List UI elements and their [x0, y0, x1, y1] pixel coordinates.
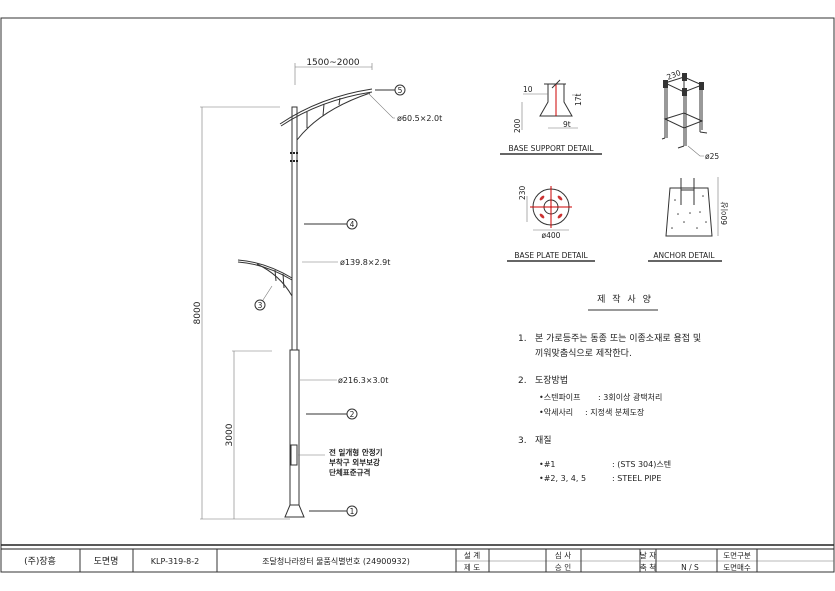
arm-reach-dimension: 1500~2000	[306, 58, 360, 68]
part-4-marker	[346, 218, 358, 230]
svg-text:3: 3	[258, 301, 263, 310]
upper-pipe-spec: ø139.8×2.9t	[340, 258, 390, 267]
svg-text:ø400: ø400	[542, 231, 561, 240]
anchor-detail: 60이상 ANCHOR DETAIL	[648, 177, 729, 262]
pole-base	[284, 504, 305, 518]
title-block: (주)장흥 도면명 KLP-319-8-2 조달청나라장터 물품식별번호 (24…	[1, 544, 834, 572]
base-plate-detail: 230 ø400 BASE PLATE DETAIL	[507, 185, 595, 262]
svg-text:: STEEL PIPE: : STEEL PIPE	[612, 474, 661, 483]
spec-item-2-heading: 도장방법	[535, 375, 568, 386]
approve-label: 승 인	[555, 562, 571, 572]
svg-text:•악세사리: •악세사리	[539, 407, 573, 417]
ballast-note-line-3: 단체표준규격	[329, 467, 370, 477]
part-3-marker	[254, 299, 266, 311]
svg-text:•#2, 3, 4, 5: •#2, 3, 4, 5	[539, 474, 586, 483]
draft-label: 제 도	[464, 563, 480, 572]
svg-text:: 지정색 분체도장: : 지정색 분체도장	[585, 407, 645, 417]
svg-text:1: 1	[350, 507, 355, 516]
upper-arm	[279, 88, 373, 125]
drawing-name-label: 도면명	[94, 556, 119, 567]
spec-title: 제 작 사 양	[597, 294, 653, 305]
svg-text:•스텐파이프: •스텐파이프	[539, 392, 581, 402]
lower-arm	[237, 259, 293, 279]
arm-pipe-spec: ø60.5×2.0t	[397, 114, 442, 123]
svg-text:60이상: 60이상	[719, 202, 729, 225]
base-support-detail: 10 17t 200 9t BASE SUPPORT DETAIL	[500, 79, 602, 155]
scale-value: N / S	[681, 563, 699, 572]
svg-text:230: 230	[665, 68, 682, 82]
ballast-note-line-2: 부착구 외부보강	[329, 457, 380, 467]
base-support-detail-title: BASE SUPPORT DETAIL	[508, 144, 594, 153]
part-5-marker	[394, 84, 406, 96]
svg-text:9t: 9t	[563, 120, 571, 129]
svg-text:200: 200	[513, 118, 522, 133]
svg-text:1.: 1.	[518, 334, 527, 344]
drawing-number: KLP-319-8-2	[151, 557, 199, 566]
drawing-title: 조달청나라장터 물품식별번호 (24900932)	[262, 556, 410, 566]
pole-elevation: 1500~2000 8000 3000 5	[193, 58, 442, 520]
sheets-label: 도면매수	[723, 562, 751, 572]
base-plate-detail-title: BASE PLATE DETAIL	[514, 251, 588, 260]
svg-text:17t: 17t	[574, 93, 583, 106]
upper-pole	[291, 106, 298, 351]
spec-item-1-line-1: 본 가로등주는 동종 또는 이종소재로 용접 및	[535, 332, 701, 344]
anchor-cage-detail: 230 ø25	[661, 68, 719, 161]
lower-pole	[289, 349, 300, 506]
svg-text:ø25: ø25	[705, 152, 719, 161]
svg-text:: (STS 304)스텐: : (STS 304)스텐	[612, 459, 671, 469]
svg-text:230: 230	[518, 185, 527, 200]
part-2-marker	[346, 408, 358, 420]
lower-height-dimension: 3000	[225, 423, 235, 446]
date-label: 날 자	[640, 550, 656, 560]
sheet-border	[0, 17, 835, 573]
total-height-dimension: 8000	[193, 301, 203, 324]
svg-text:: 3회이상 광택처리: : 3회이상 광택처리	[598, 392, 662, 402]
svg-text:4: 4	[350, 220, 355, 229]
anchor-detail-title: ANCHOR DETAIL	[653, 251, 715, 260]
spec-notes: 제 작 사 양 1. 본 가로등주는 동종 또는 이종소재로 용접 및 끼워맞춤…	[518, 294, 701, 483]
ballast-hatch	[290, 444, 298, 466]
svg-text:2: 2	[350, 410, 355, 419]
ballast-note-line-1: 전 일개형 안정기	[329, 447, 383, 457]
design-label: 설 계	[464, 550, 480, 560]
svg-text:•#1: •#1	[539, 460, 556, 469]
part-1-marker	[346, 505, 358, 517]
review-label: 심 사	[555, 550, 571, 560]
category-label: 도면구분	[723, 550, 751, 560]
company-name: (주)장흥	[24, 555, 56, 567]
svg-text:10: 10	[523, 85, 533, 94]
spec-item-3-heading: 재질	[535, 434, 552, 446]
svg-text:5: 5	[398, 86, 403, 95]
lower-pipe-spec: ø216.3×3.0t	[338, 376, 388, 385]
spec-item-1-line-2: 끼워맞춤식으로 제작한다.	[535, 347, 632, 359]
svg-text:3.: 3.	[518, 436, 527, 446]
svg-text:2.: 2.	[518, 376, 527, 386]
scale-label: 축 척	[640, 563, 656, 572]
